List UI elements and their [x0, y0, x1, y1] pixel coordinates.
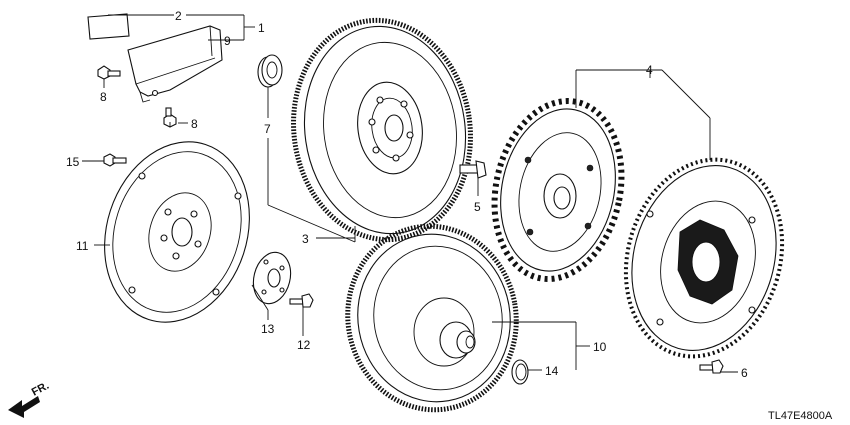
part-2-plate: [87, 13, 130, 40]
callout-14: 14: [545, 364, 559, 378]
callout-8-lower: 8: [191, 117, 198, 131]
part-9-cover: [127, 25, 223, 103]
part-13-plate: [252, 251, 292, 305]
part-12-bolt: [289, 293, 314, 308]
part-15-bolt: [103, 153, 127, 167]
diagram-code: TL47E4800A: [768, 410, 833, 422]
callout-13: 13: [261, 322, 275, 336]
part-10-torque-converter: [345, 223, 519, 413]
callouts: 2 1 9 8 8 7 15 3 5 4 11 13 12 10 14 6: [66, 9, 748, 380]
callout-12: 12: [297, 338, 311, 352]
callout-1: 1: [258, 21, 265, 35]
fr-label: FR.: [30, 380, 51, 399]
part-11-drive-plate: [104, 141, 250, 323]
part-14-o-ring: [511, 359, 529, 385]
callout-3: 3: [302, 232, 309, 246]
callout-2: 2: [175, 9, 182, 23]
part-8-bolt-upper: [97, 65, 121, 80]
callout-15: 15: [66, 155, 80, 169]
callout-6: 6: [741, 366, 748, 380]
part-3-flywheel: [291, 17, 473, 243]
callout-10: 10: [593, 340, 607, 354]
callout-5: 5: [474, 200, 481, 214]
callout-7: 7: [264, 122, 271, 136]
clutch-disc: [491, 98, 625, 282]
callout-4: 4: [646, 63, 653, 77]
callout-11: 11: [76, 239, 89, 253]
leader-lines: [82, 14, 738, 373]
callout-8-upper: 8: [100, 90, 107, 104]
part-8-bolt-lower: [163, 107, 177, 128]
part-7-bearing: [257, 54, 283, 88]
part-5-bolt: [459, 160, 487, 179]
front-direction-arrow: FR.: [8, 380, 51, 418]
part-6-bolt: [699, 359, 724, 374]
callout-9: 9: [224, 34, 231, 48]
pressure-plate: [623, 157, 785, 359]
